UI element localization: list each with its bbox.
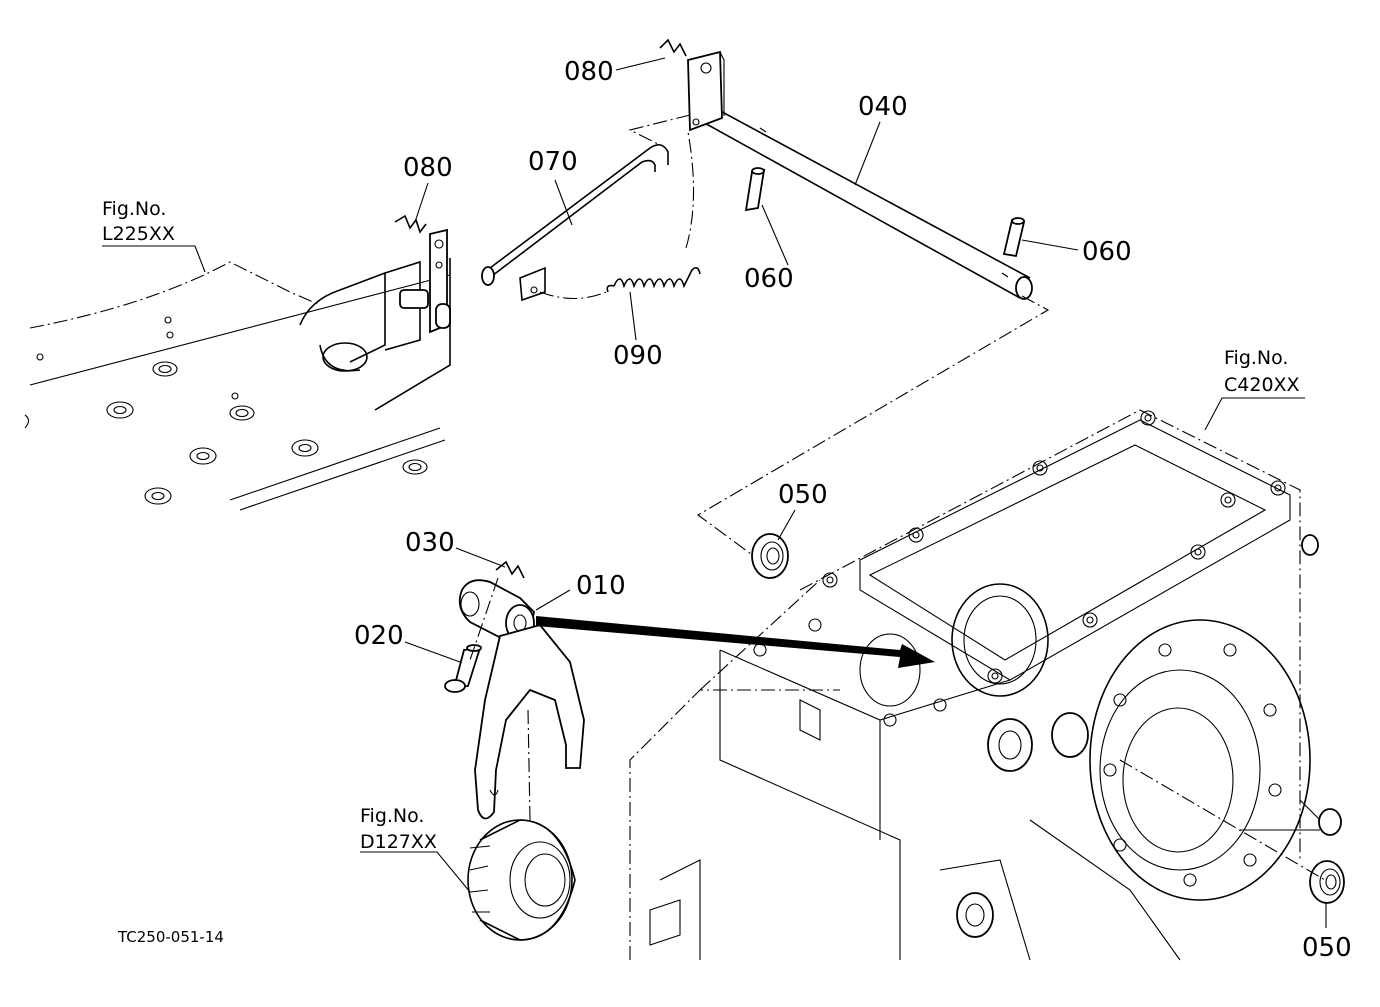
clip-pin-030-icon [495, 560, 525, 579]
locator-line-fork [469, 577, 499, 661]
locator-line-top [628, 114, 691, 146]
callout-050-right: 050 [1302, 933, 1352, 963]
spring-090 [539, 131, 701, 299]
fig-ref-label-c420: Fig.No. [1224, 347, 1288, 369]
locator-line-shaft [697, 295, 1050, 569]
frame-plate-l225 [24, 258, 451, 511]
clip-pin-080-left-icon [394, 214, 427, 234]
rod-070 [481, 144, 669, 302]
fig-ref-number-c420: C420XX [1224, 374, 1300, 396]
callout-070: 070 [528, 147, 578, 177]
oil-seal-050-center [751, 533, 789, 579]
shift-fork-010 [458, 579, 585, 820]
callout-060-right: 060 [1082, 237, 1132, 267]
clip-pin-080-top-icon [659, 38, 687, 57]
callout-010: 010 [576, 571, 626, 601]
release-bearing-d127 [467, 709, 576, 941]
fig-ref-number-l225: L225XX [102, 223, 175, 245]
callout-060-center: 060 [744, 264, 794, 294]
fig-ref-label-l225: Fig.No. [102, 198, 166, 220]
callout-040: 040 [858, 92, 908, 122]
fig-ref-label-d127: Fig.No. [360, 805, 424, 827]
spring-pin-060-center [744, 167, 766, 212]
oil-seal-050-right [1309, 860, 1345, 904]
drawing-code: TC250-051-14 [117, 928, 224, 946]
callout-080-left: 080 [403, 153, 453, 183]
callout-050-center: 050 [778, 480, 828, 510]
transmission-case-c420 [629, 409, 1342, 961]
callout-030: 030 [405, 528, 455, 558]
callout-080-top: 080 [564, 57, 614, 87]
locator-line-right-seal [1119, 759, 1326, 881]
fig-ref-number-d127: D127XX [360, 831, 437, 853]
spring-pin-060-right [1002, 217, 1026, 258]
bracket-plate-left [429, 228, 451, 334]
pin-020 [444, 644, 482, 693]
callout-020: 020 [354, 621, 404, 651]
callout-090: 090 [613, 341, 663, 371]
assembly-arrow [536, 616, 935, 668]
bracket-plate-top [687, 50, 725, 132]
shaft-040 [690, 98, 1033, 300]
leader-lines [102, 57, 1327, 928]
